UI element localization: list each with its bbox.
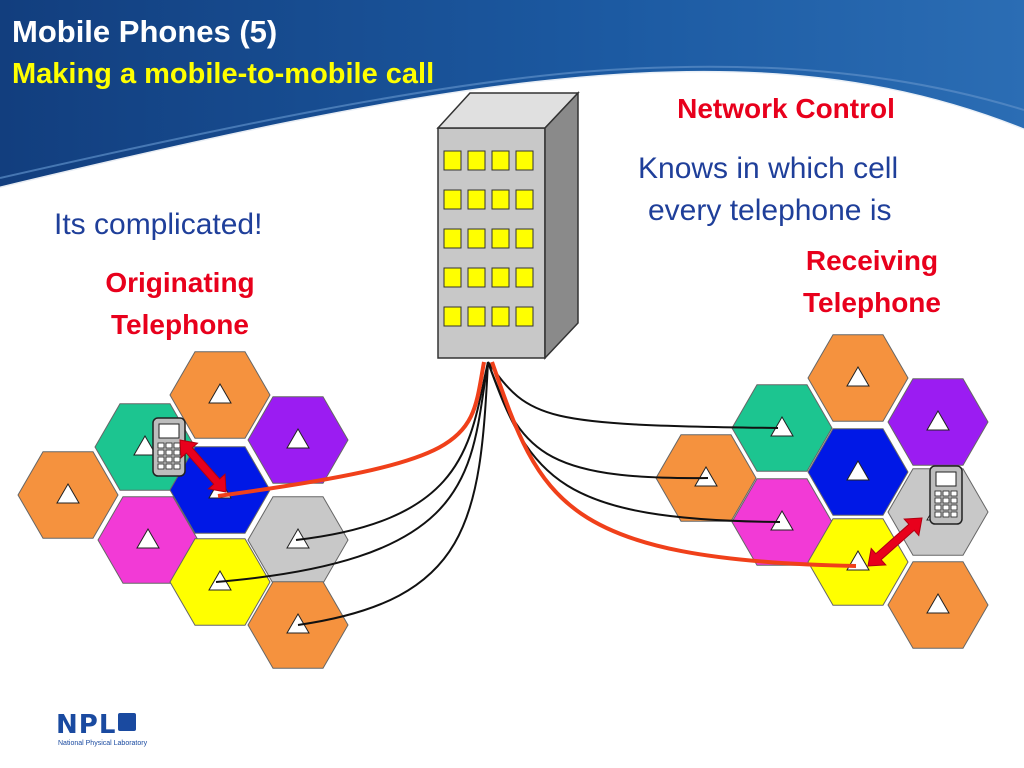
window	[443, 189, 462, 210]
window	[443, 228, 462, 249]
left-cell-cluster	[17, 351, 349, 669]
originating-link	[217, 361, 486, 498]
window	[491, 306, 510, 327]
right-cell-cluster	[655, 334, 989, 649]
cell-tower-triangle-icon	[56, 483, 80, 504]
header-swoosh	[0, 70, 1024, 190]
header-swoosh-2	[0, 65, 1024, 179]
window	[491, 267, 510, 288]
network-link	[487, 361, 779, 429]
npl-logo-subtext: National Physical Laboratory	[58, 740, 148, 747]
window	[491, 150, 510, 171]
window	[443, 267, 462, 288]
slide-subtitle: Making a mobile-to-mobile call	[12, 58, 435, 90]
complicated-text: Its complicated!	[54, 208, 263, 241]
window	[467, 189, 486, 210]
double-arrow-icon	[179, 439, 227, 493]
network-control-label: Network Control	[646, 88, 926, 130]
window	[467, 228, 486, 249]
cell-magenta	[731, 478, 833, 566]
window	[467, 306, 486, 327]
window	[491, 189, 510, 210]
receiving-telephone-label: Receiving Telephone	[762, 240, 982, 324]
receiving-line2: Telephone	[803, 287, 941, 318]
cell-tower-triangle-icon	[133, 435, 157, 456]
cell-tower-triangle-icon	[136, 528, 160, 549]
knows-line1: Knows in which cell	[638, 152, 899, 185]
npl-logo: NPL	[56, 710, 137, 740]
window	[443, 150, 462, 171]
npl-logo-mark	[118, 713, 137, 731]
phones	[152, 417, 963, 525]
cell-magenta	[97, 496, 199, 584]
cell-purple	[247, 396, 349, 484]
window	[491, 228, 510, 249]
cell-tower-triangle-icon	[770, 510, 794, 531]
cell-tower-triangle-icon	[770, 416, 794, 437]
receiving-line1: Receiving	[805, 245, 939, 276]
mobile-phone-icon	[152, 417, 186, 477]
cell-orange	[887, 561, 989, 649]
network-control-title: Network Control	[677, 93, 895, 124]
double-arrow-icon	[867, 517, 923, 567]
network-links	[215, 361, 857, 626]
cell-purple	[887, 378, 989, 466]
knows-line2: every telephone is	[648, 194, 892, 227]
network-control-building-icon	[436, 91, 580, 360]
originating-line1: Originating	[105, 267, 255, 298]
originating-line2: Telephone	[111, 309, 249, 340]
cell-orange	[807, 334, 909, 422]
cell-orange	[17, 451, 119, 539]
arrows	[179, 439, 923, 567]
mobile-phone-icon	[929, 465, 963, 525]
cell-tower-triangle-icon	[926, 593, 950, 614]
window	[515, 228, 534, 249]
network-link	[487, 361, 781, 523]
npl-logo-text: NPL	[56, 710, 117, 740]
cell-blue	[807, 428, 909, 516]
window	[443, 306, 462, 327]
network-link	[295, 361, 489, 541]
originating-telephone-label: Originating Telephone	[62, 262, 298, 346]
receiving-link	[490, 361, 857, 568]
cell-tower-triangle-icon	[694, 466, 718, 487]
cell-tower-triangle-icon	[846, 366, 870, 387]
window	[467, 267, 486, 288]
window	[515, 267, 534, 288]
cell-tower-triangle-icon	[286, 428, 310, 449]
cell-orange	[169, 351, 271, 439]
building-windows	[443, 150, 534, 327]
cell-tower-triangle-icon	[926, 410, 950, 431]
slide-title: Mobile Phones (5)	[12, 14, 278, 49]
cell-teal	[731, 384, 833, 472]
cell-tower-triangle-icon	[208, 383, 232, 404]
window	[467, 150, 486, 171]
window	[515, 150, 534, 171]
network-link	[297, 361, 489, 626]
cell-tower-triangle-icon	[846, 460, 870, 481]
window	[515, 189, 534, 210]
window	[515, 306, 534, 327]
network-link	[215, 361, 489, 583]
header-band	[0, 0, 1024, 188]
